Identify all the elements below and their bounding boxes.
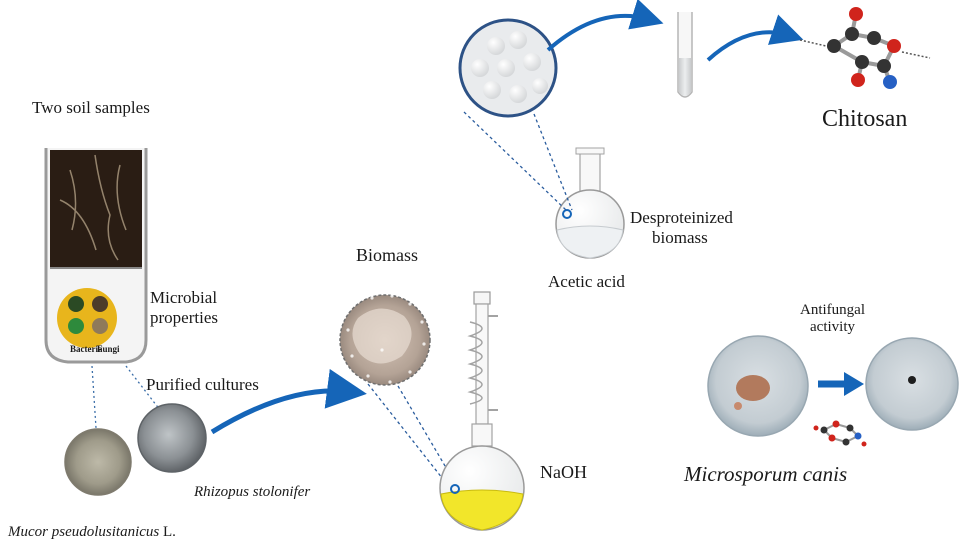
mucor-italic: Mucor pseudolusitanicus [8, 524, 159, 540]
rhizopus-plate [138, 404, 206, 472]
naoh-label: NaOH [540, 462, 587, 483]
antifungal-line-1: Antifungal [800, 302, 865, 319]
desproteinized-label: Desproteinized biomass [630, 208, 733, 247]
reflux-apparatus [440, 292, 524, 530]
bacteria-colony-1 [68, 296, 84, 312]
arrow-to-biomass [212, 391, 352, 432]
fungal-colony [736, 375, 770, 401]
mucor-suffix: L. [163, 524, 176, 540]
connector-dotted-1 [92, 366, 96, 428]
bacteria-colony-2 [68, 318, 84, 334]
acetic-acid-flask [556, 148, 624, 258]
desproteinized-line-2: biomass [630, 228, 733, 248]
fungi-colony-1 [92, 296, 108, 312]
small-chitosan-molecule [814, 421, 867, 447]
antifungal-label: Antifungal activity [800, 302, 865, 337]
soil-samples-label: Two soil samples [32, 98, 150, 118]
acetic-acid-label: Acetic acid [548, 272, 625, 292]
biomass-circle [340, 294, 430, 385]
mucor-plate [65, 429, 131, 495]
mucor-label: Mucor pseudolusitanicus L. [8, 524, 176, 541]
microsporum-label: Microsporum canis [684, 462, 847, 486]
biomass-label: Biomass [356, 245, 418, 266]
soil-sample-tube [46, 148, 146, 362]
test-tube [678, 12, 692, 97]
acetic-dashed-1 [464, 112, 566, 210]
fungi-colony-2 [92, 318, 108, 334]
chitin-beads-circle [460, 20, 556, 116]
chitosan-label: Chitosan [822, 106, 907, 134]
microbial-line-2: properties [150, 308, 218, 328]
fungal-colony-small [734, 402, 742, 410]
arrow-to-chitosan [708, 32, 792, 60]
agar-plate [57, 288, 117, 348]
arrow-to-tube [548, 16, 652, 50]
rhizopus-label: Rhizopus stolonifer [194, 484, 310, 501]
microbial-line-1: Microbial [150, 288, 218, 308]
microbial-label: Microbial properties [150, 288, 218, 327]
soil-layer [50, 150, 142, 268]
purified-cultures-label: Purified cultures [146, 375, 259, 395]
arrow-antifungal-head [844, 372, 864, 396]
fungi-label: Fungi [97, 344, 120, 354]
antifungal-line-2: activity [800, 319, 865, 336]
chitosan-molecule [800, 7, 930, 89]
acetic-dashed-2 [534, 114, 572, 210]
treated-colony [908, 376, 916, 384]
biomass-dashed-1 [368, 384, 450, 488]
desproteinized-line-1: Desproteinized [630, 208, 733, 228]
